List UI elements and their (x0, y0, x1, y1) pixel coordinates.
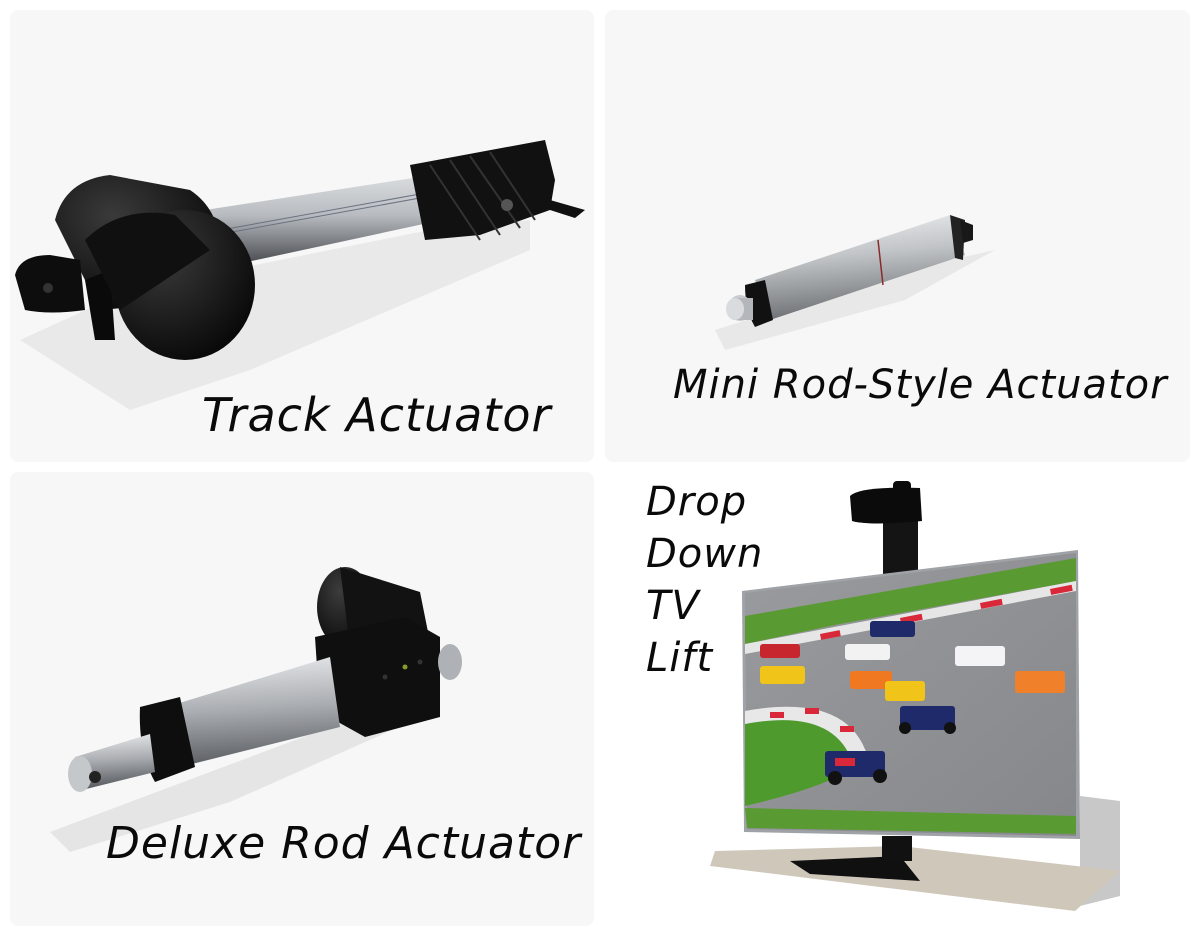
deluxe-rod-actuator-panel: Deluxe Rod Actuator (10, 472, 594, 926)
mini-rod-actuator-panel: Mini Rod-Style Actuator (605, 10, 1190, 462)
track-actuator-image (15, 140, 585, 410)
mini-rod-actuator-image (715, 215, 995, 350)
product-label-track-actuator: Track Actuator (202, 388, 552, 442)
tv-lift-panel: Drop Down TV Lift (600, 466, 1200, 936)
tv-lift-image (710, 481, 1120, 911)
deluxe-rod-actuator-image (50, 567, 462, 852)
tv-lift-label-line-4: Lift (646, 635, 714, 681)
tv-lift-label-line-3: TV (646, 583, 700, 629)
tv-lift-label-line-2: Down (646, 531, 764, 577)
track-actuator-panel: Track Actuator (10, 10, 594, 462)
tv-lift-label-line-1: Drop (646, 479, 748, 525)
product-label-deluxe-rod-actuator: Deluxe Rod Actuator (106, 818, 582, 869)
product-label-tv-lift: Drop Down TV Lift (646, 476, 763, 684)
product-label-mini-rod-actuator: Mini Rod-Style Actuator (673, 362, 1168, 408)
